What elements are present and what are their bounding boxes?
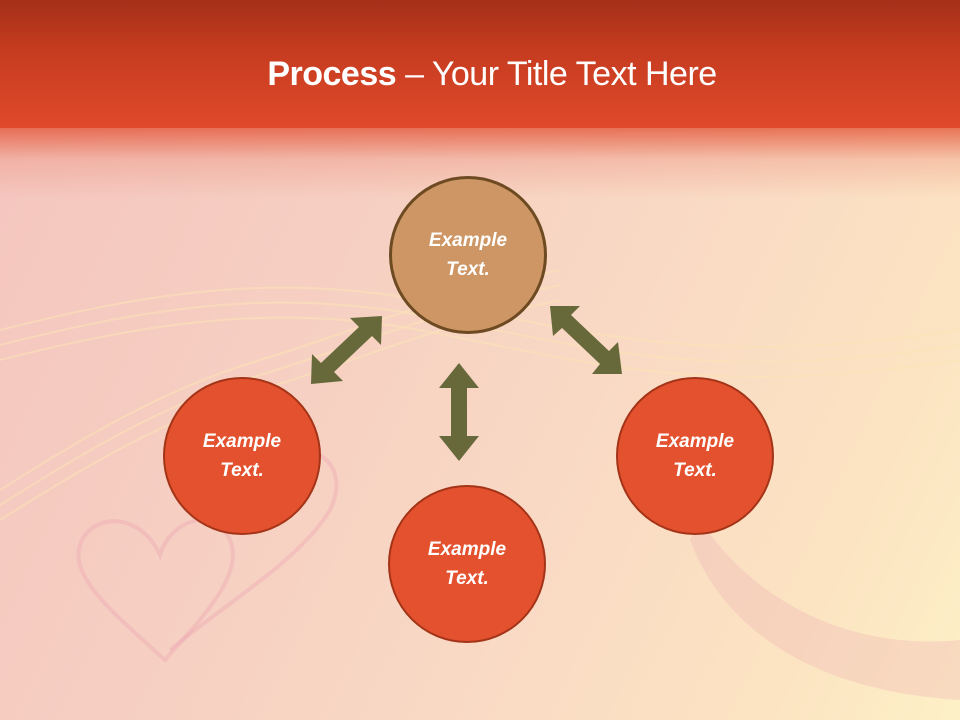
node-top-line1: Example: [428, 230, 508, 251]
slide-title: Process – Your Title Text Here: [0, 52, 960, 96]
title-rest: – Your Title Text Here: [396, 55, 717, 93]
process-node-top[interactable]: Example Text.: [389, 176, 547, 334]
node-top-line2: Text.: [446, 259, 490, 280]
node-right-line1: Example: [655, 431, 735, 452]
node-left-line2: Text.: [220, 460, 264, 481]
double-arrow-icon-top-left: [311, 316, 382, 384]
process-node-left[interactable]: Example Text.: [163, 377, 321, 535]
node-left-line1: Example: [202, 431, 282, 452]
process-node-bottom[interactable]: Example Text.: [388, 485, 546, 643]
title-bar: [0, 0, 960, 128]
double-arrow-icon-top-bottom: [439, 363, 479, 461]
node-right-line2: Text.: [673, 460, 717, 481]
process-node-right[interactable]: Example Text.: [616, 377, 774, 535]
double-arrow-icon-top-right: [550, 306, 622, 374]
node-bottom-line2: Text.: [445, 568, 489, 589]
node-bottom-line1: Example: [427, 539, 507, 560]
title-bold: Process: [267, 55, 397, 93]
